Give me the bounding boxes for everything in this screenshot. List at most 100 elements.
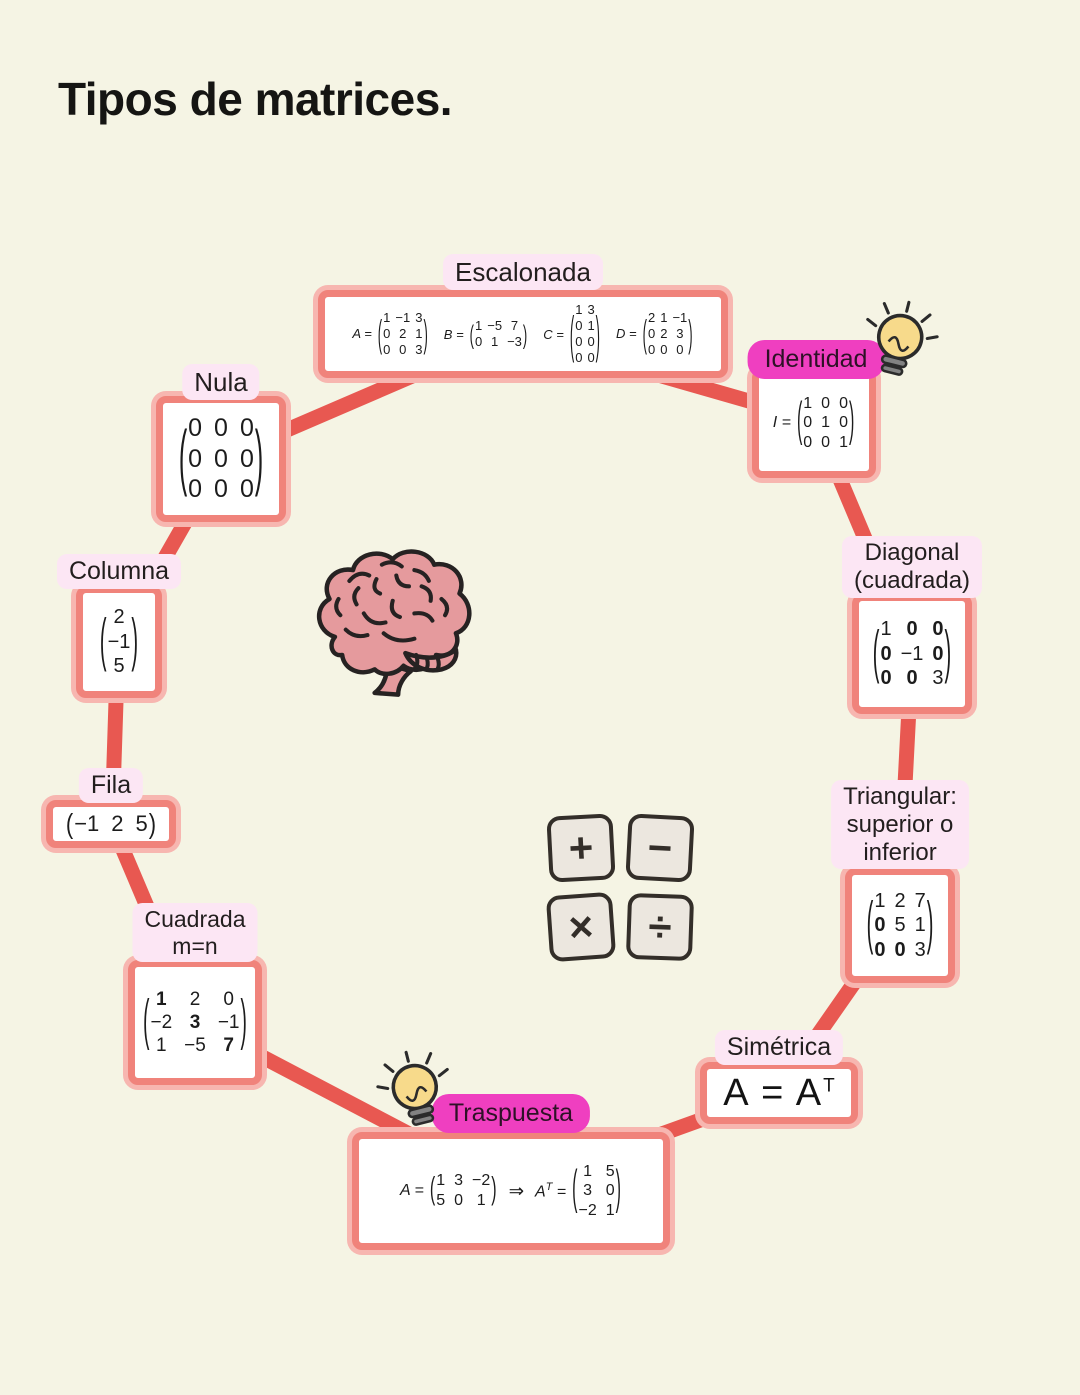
matrix-cell: 7 xyxy=(223,1035,234,1057)
symmetric-formula-body: A = A xyxy=(723,1071,824,1114)
matrix-cell: −5 xyxy=(184,1035,206,1057)
matrix-cell: 1 xyxy=(914,914,926,937)
matrix-cell: 1 xyxy=(475,318,483,334)
matrix-cell: 0 xyxy=(605,1182,615,1200)
matrix-paren: ) xyxy=(848,396,855,447)
multiply-icon: × xyxy=(545,891,617,963)
matrix-cell: 2 xyxy=(111,810,124,836)
matrix-cell: 0 xyxy=(874,938,886,961)
matrix-variable: C = xyxy=(543,326,564,342)
matrix-variable: D = xyxy=(616,326,637,342)
matrix-cell: −2 xyxy=(150,1011,173,1033)
matrix-paren: ( xyxy=(796,396,803,447)
matrix-cell: 0 xyxy=(454,1191,464,1209)
matrix-cell: 0 xyxy=(239,475,254,504)
matrix-paren: ( xyxy=(429,1173,436,1207)
matrix-paren: ) xyxy=(615,1164,621,1215)
matrix-paren: ( xyxy=(178,416,188,499)
matrix-cell: −1 xyxy=(900,642,924,665)
matrix-cell: 3 xyxy=(914,938,926,961)
lightbulb-icon xyxy=(376,1050,449,1126)
node-diagonal-label: Diagonal (cuadrada) xyxy=(841,536,983,598)
matrix-cell: 0 xyxy=(894,938,906,961)
matrix-cell: 0 xyxy=(383,326,391,342)
matrix-cell: −1 xyxy=(107,630,131,653)
matrix-variable: A = xyxy=(400,1181,424,1199)
matrix-cell: 0 xyxy=(214,444,228,473)
matrix-cell: 3 xyxy=(415,310,423,326)
matrix-cell: 0 xyxy=(188,444,203,473)
matrix-cell: −1 xyxy=(672,310,688,326)
matrix-cell: 1 xyxy=(803,394,813,412)
matrix-cell: 0 xyxy=(575,334,583,349)
matrix-cell: 2 xyxy=(647,310,656,326)
matrix-paren: ) xyxy=(131,609,139,675)
node-simetrica-label: Simétrica xyxy=(714,1030,844,1065)
matrix-cell: 0 xyxy=(575,318,583,334)
node-identidad-label: Identidad xyxy=(747,340,885,379)
matrix-cell: 2 xyxy=(399,326,407,342)
page-title: Tipos de matrices. xyxy=(58,73,453,125)
matrix-cell: 0 xyxy=(874,914,886,937)
matrix-paren: ) xyxy=(522,319,528,349)
matrix-cell: 0 xyxy=(214,414,228,443)
matrix-cell: 0 xyxy=(906,618,918,641)
matrix-cell: 2 xyxy=(660,326,668,342)
matrix-cell: 2 xyxy=(894,889,906,912)
symmetric-formula-sup: T xyxy=(823,1074,835,1096)
matrix-cell: 3 xyxy=(189,1011,201,1033)
node-nula-label: Nula xyxy=(182,364,260,401)
matrix-cell: 1 xyxy=(839,433,848,451)
matrix-variable: I = xyxy=(772,413,791,431)
matrix-cell: −2 xyxy=(578,1201,597,1219)
matrix-paren: ) xyxy=(254,416,264,499)
matrix-cell: 1 xyxy=(491,334,499,349)
matrix-cell: 1 xyxy=(476,1191,486,1209)
matrix-cell: 3 xyxy=(415,341,423,357)
matrix-cell: 5 xyxy=(135,810,148,836)
lightbulb-icon xyxy=(866,300,939,376)
matrix-cell: −1 xyxy=(217,1011,240,1033)
matrix-cell: 0 xyxy=(239,444,254,473)
node-simetrica-box: A = AT xyxy=(700,1062,858,1124)
matrix-cell: 0 xyxy=(839,394,848,412)
matrix-cell: 7 xyxy=(914,889,926,912)
matrix-cell: 5 xyxy=(436,1191,446,1209)
node-fila-label: Fila xyxy=(78,768,144,803)
matrix-paren: ) xyxy=(423,311,428,357)
matrix-cell: −3 xyxy=(507,334,522,349)
matrix-cell: 0 xyxy=(239,414,254,443)
matrix-cell: 5 xyxy=(113,655,125,678)
matrix-cell: 1 xyxy=(383,310,391,326)
matrix-paren: ) xyxy=(595,304,601,364)
matrix-cell: 0 xyxy=(575,349,583,365)
matrix-cell: 0 xyxy=(188,414,203,443)
minus-icon: − xyxy=(625,813,695,883)
matrix-cell: 3 xyxy=(932,667,944,690)
matrix-paren: ( xyxy=(469,319,475,349)
